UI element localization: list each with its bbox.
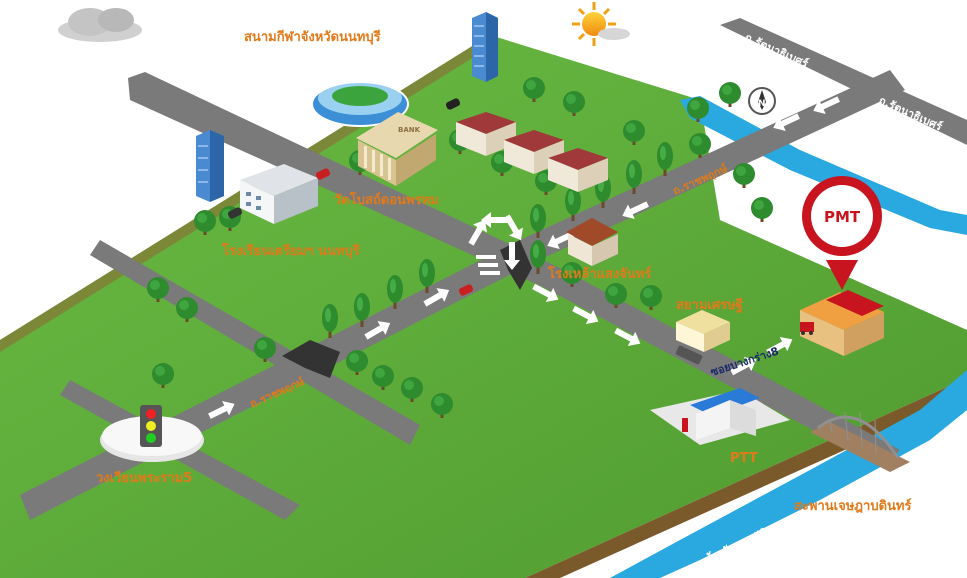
row-houses — [456, 112, 608, 192]
tower-top — [472, 12, 498, 82]
pmt-building — [800, 290, 884, 356]
overpass-1 — [282, 340, 340, 378]
bank-sign: BANK — [398, 126, 421, 134]
ptt-station — [682, 388, 760, 440]
traffic-light-icon — [140, 405, 162, 447]
label-bridge: สะพานเจษฎาบดินทร์ — [794, 498, 911, 514]
tower-left — [196, 130, 224, 202]
label-stadium: สนามกีฬาจังหวัดนนทบุรี — [244, 29, 381, 45]
label-temple: วัดโบสถ์ดอนพรหม — [334, 191, 439, 208]
label-roundabout: วงเวียนพระราม5 — [96, 470, 192, 486]
compass-icon: N — [748, 87, 776, 115]
brewery-building — [566, 218, 618, 266]
pin-label: PMT — [824, 208, 861, 226]
temple-building: BANK — [356, 112, 438, 186]
label-school: โรงเรียนเตรียมฯ นนทบุรี — [221, 242, 360, 259]
label-siam: สยามเศรษฐี — [676, 297, 743, 314]
map-pin-icon: PMT — [802, 176, 882, 290]
sun-icon — [572, 2, 630, 46]
label-brewery: โรงเหล้าแสงจันทร์ — [547, 265, 651, 282]
crosswalk — [476, 255, 500, 275]
stadium — [311, 81, 409, 127]
compass-north-label: N — [758, 99, 766, 109]
label-ptt: PTT — [730, 451, 758, 466]
river — [610, 96, 967, 578]
vehicles — [227, 98, 703, 365]
bridge — [810, 411, 910, 472]
school-building — [240, 164, 318, 224]
cloud-icon — [58, 8, 142, 42]
siam-building — [676, 310, 730, 352]
